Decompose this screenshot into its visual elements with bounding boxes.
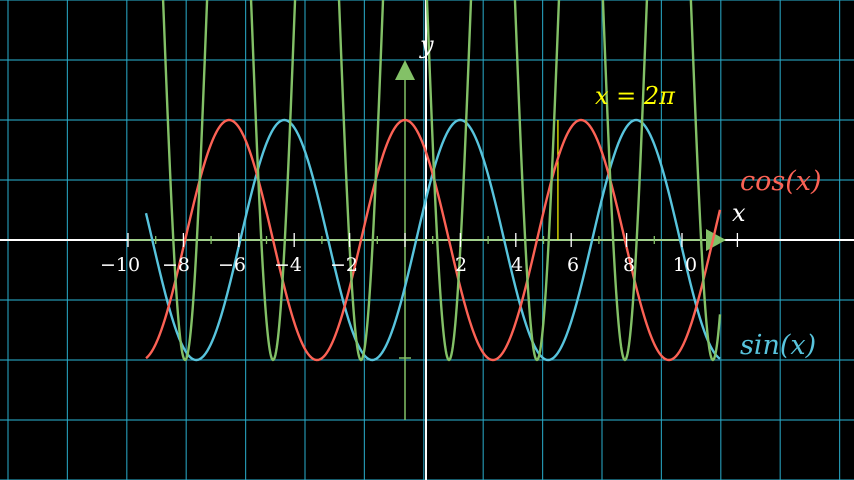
green-curve <box>161 0 722 362</box>
sin-legend-label: sin(x) <box>740 330 816 361</box>
curves <box>144 0 722 362</box>
annotation-x-equals-2pi: x = 2π <box>595 82 676 110</box>
x-tick-label: 10 <box>673 254 697 276</box>
cos-legend-label: cos(x) <box>740 166 822 197</box>
x-axis-ticks: −10 −8 −6 −4 −2 2 4 6 8 10 <box>100 233 739 276</box>
x-tick-label: 4 <box>511 254 523 276</box>
x-tick-label: 8 <box>623 254 635 276</box>
x-tick-label: −6 <box>218 254 246 276</box>
y-axis-label: y <box>419 31 434 59</box>
x-tick-label: −10 <box>100 254 140 276</box>
x-tick-label: −4 <box>274 254 302 276</box>
x-tick-label: −8 <box>162 254 190 276</box>
x-axis-arrow-icon <box>706 229 726 251</box>
x-tick-label: 2 <box>455 254 467 276</box>
x-tick-label: 6 <box>567 254 579 276</box>
x-tick-label: −2 <box>330 254 358 276</box>
x-axis-label: x <box>732 199 746 227</box>
y-axis-arrow-icon <box>395 60 415 80</box>
labels: x y cos(x) sin(x) x = 2π <box>419 31 822 361</box>
